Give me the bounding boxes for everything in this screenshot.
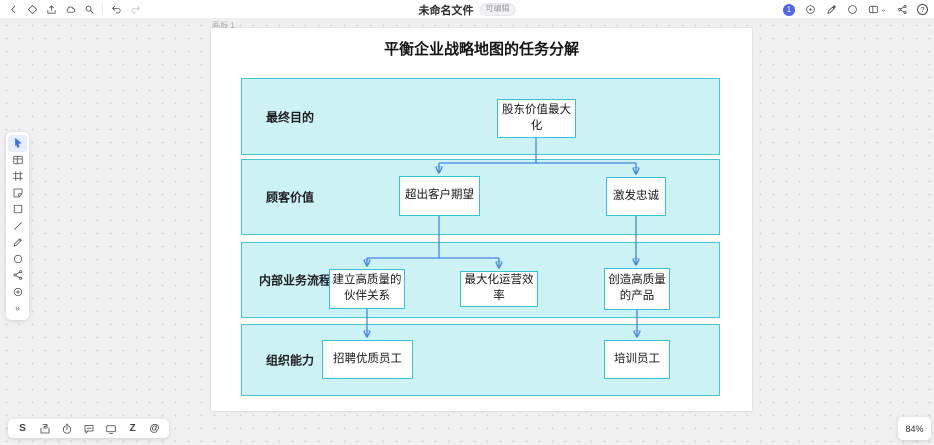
ellipse-tool-icon[interactable]	[8, 251, 27, 268]
band-label: 最终目的	[266, 110, 315, 124]
apps-tool-icon[interactable]	[8, 284, 27, 301]
chevron-down-icon	[880, 1, 887, 19]
table-tool-icon[interactable]	[8, 152, 27, 169]
redo-icon[interactable]	[129, 4, 141, 16]
comment-bubble-icon[interactable]	[82, 422, 95, 435]
avatar[interactable]: 1	[783, 3, 795, 16]
timer-icon[interactable]	[60, 422, 73, 435]
document-title-group: 未命名文件 可编辑	[419, 0, 516, 19]
canvas[interactable]: 画板 1 平衡企业战略地图的任务分解 最终目的 顾客价值 内部业务流程 组织能力	[0, 19, 934, 445]
undo-icon[interactable]	[110, 4, 122, 16]
band-label: 内部业务流程	[259, 273, 332, 288]
ai-assistant-icon[interactable]	[825, 4, 837, 16]
export-icon[interactable]	[45, 4, 57, 16]
topbar-left-group	[7, 0, 141, 19]
node-train-staff[interactable]: 培训员工	[604, 340, 670, 379]
line-tool-icon[interactable]	[8, 218, 27, 235]
artboard[interactable]: 平衡企业战略地图的任务分解 最终目的 顾客价值 内部业务流程 组织能力	[211, 28, 752, 411]
topbar-right-group: 1 ?	[783, 0, 928, 19]
back-icon[interactable]	[7, 4, 19, 16]
document-title[interactable]: 未命名文件	[418, 4, 474, 17]
topbar-divider	[102, 4, 103, 15]
select-tool-icon[interactable]	[8, 135, 27, 152]
node-shareholder-value[interactable]: 股东价值最大化	[497, 99, 576, 138]
band-label: 组织能力	[266, 353, 315, 368]
history-icon[interactable]	[804, 4, 816, 16]
help-icon[interactable]: ?	[917, 4, 928, 15]
shape-tool-icon[interactable]	[8, 201, 27, 218]
layout-icon	[867, 4, 879, 16]
node-exceed-expectation[interactable]: 超出客户期望	[399, 176, 480, 216]
tag-icon[interactable]	[26, 4, 38, 16]
topbar: 未命名文件 可编辑 1 ?	[0, 0, 934, 19]
diagram-title[interactable]: 平衡企业战略地图的任务分解	[383, 41, 579, 58]
document-status-badge: 可编辑	[479, 3, 516, 16]
node-inspire-loyalty[interactable]: 激发忠诚	[606, 177, 666, 216]
cloud-icon[interactable]	[64, 4, 76, 16]
frame-tool-icon[interactable]	[8, 168, 27, 185]
band-label: 顾客价值	[266, 190, 315, 205]
left-toolbar: »	[6, 132, 29, 320]
node-quality-product[interactable]: 创造高质量的产品	[604, 268, 670, 310]
artboard-label[interactable]: 画板 1	[212, 21, 235, 30]
comment-icon[interactable]	[846, 4, 858, 16]
node-partnership[interactable]: 建立高质量的伙伴关系	[329, 269, 405, 309]
z-tool-icon[interactable]: Z	[129, 423, 136, 434]
bottom-toolbar: S Z @	[8, 419, 169, 438]
vote-icon[interactable]	[38, 422, 51, 435]
connector-tool-icon[interactable]	[8, 267, 27, 284]
share-icon[interactable]	[896, 4, 908, 16]
search-icon[interactable]	[83, 4, 95, 16]
layout-switcher[interactable]	[867, 1, 887, 19]
present-icon[interactable]	[104, 422, 117, 435]
mention-icon[interactable]: @	[149, 423, 160, 434]
laser-pointer-icon[interactable]: S	[19, 423, 26, 434]
pencil-tool-icon[interactable]	[8, 234, 27, 251]
node-operation-efficiency[interactable]: 最大化运营效率	[460, 271, 538, 307]
band-ultimate-goal[interactable]: 最终目的	[241, 78, 720, 155]
node-recruit-staff[interactable]: 招聘优质员工	[322, 340, 413, 379]
zoom-level[interactable]: 84%	[898, 417, 931, 440]
expand-toolbar-icon[interactable]: »	[14, 303, 20, 314]
sticky-note-tool-icon[interactable]	[8, 185, 27, 202]
